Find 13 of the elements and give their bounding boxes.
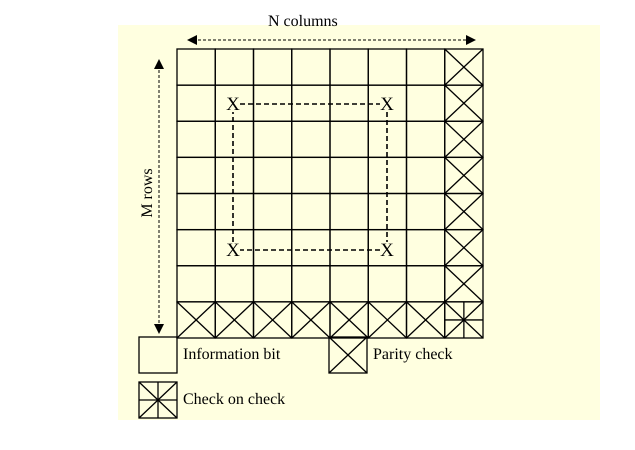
x-mark: X (226, 96, 240, 112)
legend-label: Parity check (373, 347, 453, 363)
x-mark: X (380, 242, 394, 258)
connector-line (240, 249, 380, 251)
connector-line (232, 112, 234, 242)
legend-label: Information bit (183, 347, 280, 363)
x-mark: X (380, 96, 394, 112)
connector-line (240, 103, 380, 105)
dimension-label: M rows (140, 167, 156, 220)
dimension-label: N columns (268, 14, 338, 30)
legend-label: Check on check (183, 392, 286, 408)
connector-line (386, 112, 388, 242)
x-mark: X (226, 242, 240, 258)
